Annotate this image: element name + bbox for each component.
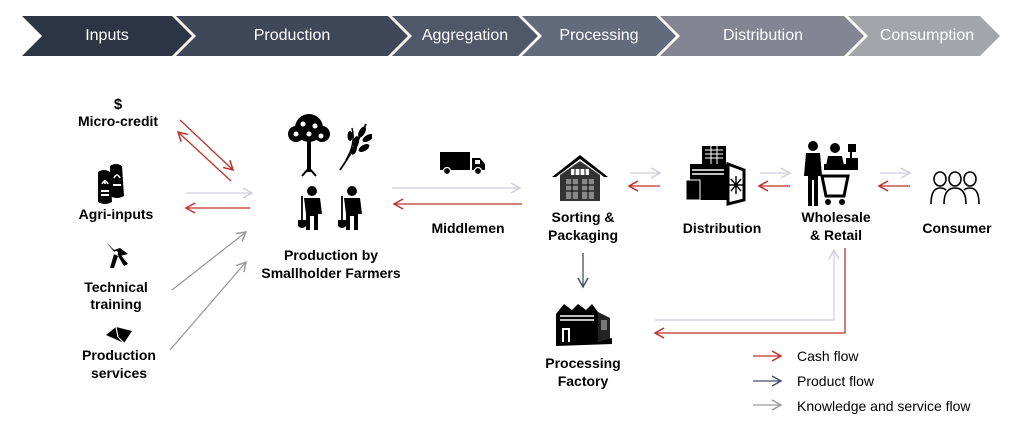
wheat-icon	[339, 123, 372, 171]
stage-label-production: Production	[253, 27, 331, 44]
production-label-line1: Production by	[283, 247, 379, 263]
stage-label-consumption: Consumption	[879, 27, 975, 44]
stage-chevron-inputs	[22, 16, 192, 56]
warehouse-icon	[552, 155, 608, 201]
arrow-cash-to-factory	[653, 248, 846, 339]
factory-icon	[556, 304, 612, 346]
stage-chevron-processing	[522, 16, 676, 56]
production-services-label-line2: services	[90, 365, 148, 381]
stage-label-distribution: Distribution	[722, 27, 804, 44]
arrow-cash-to-microcredit	[176, 130, 232, 182]
stage-chevron-aggregation	[392, 16, 538, 56]
middlemen-label: Middlemen	[431, 220, 505, 236]
technical-training-label-line1: Technical	[84, 279, 148, 295]
pruning-shears-icon	[106, 242, 128, 268]
tree-icon	[288, 114, 330, 177]
value-chain-stage-bar	[22, 16, 1000, 56]
arrow-cash-to-farmers	[179, 119, 235, 172]
stage-label-processing: Processing	[559, 27, 639, 44]
micro-credit-label: Micro-credit	[77, 113, 159, 129]
wholesale-label-line2: & Retail	[809, 227, 863, 243]
technical-training-label-line2: training	[90, 296, 142, 312]
distribution-label: Distribution	[682, 220, 762, 236]
truck-icon	[440, 152, 485, 176]
production-label-line2: Smallholder Farmers	[261, 265, 401, 281]
dollar-icon: $	[113, 96, 123, 113]
farmer-icon	[338, 186, 362, 230]
cold-storage-icon	[685, 146, 746, 206]
people-group-icon	[930, 171, 980, 205]
legend-knowledge-flow: Knowledge and service flow	[797, 398, 971, 414]
processing-factory-label-line1: Processing	[545, 355, 621, 371]
field-plot-icon	[106, 326, 132, 344]
shop-checkout-icon	[804, 141, 858, 206]
sorting-label-line1: Sorting &	[551, 209, 615, 225]
sorting-label-line2: Packaging	[547, 227, 619, 243]
wholesale-label-line1: Wholesale	[801, 209, 871, 225]
legend-cash-flow: Cash flow	[797, 348, 859, 364]
legend-product-flow: Product flow	[797, 373, 875, 389]
fertilizer-bags-icon	[98, 164, 124, 204]
stage-label-inputs: Inputs	[85, 27, 129, 44]
processing-factory-label-line2: Factory	[557, 373, 609, 389]
arrow-services-to-farmers	[169, 260, 248, 351]
production-services-label-line1: Production	[82, 347, 156, 363]
consumer-label: Consumer	[922, 220, 992, 236]
agri-inputs-label: Agri-inputs	[78, 206, 154, 222]
stage-chevron-distribution	[660, 16, 864, 56]
stage-label-aggregation: Aggregation	[421, 27, 509, 44]
farmer-icon	[298, 186, 322, 230]
stage-chevron-consumption	[848, 16, 1000, 56]
arrow-training-to-farmers	[171, 231, 248, 291]
stage-chevron-production	[176, 16, 408, 56]
arrow-factory-to-wholesale	[655, 248, 840, 321]
